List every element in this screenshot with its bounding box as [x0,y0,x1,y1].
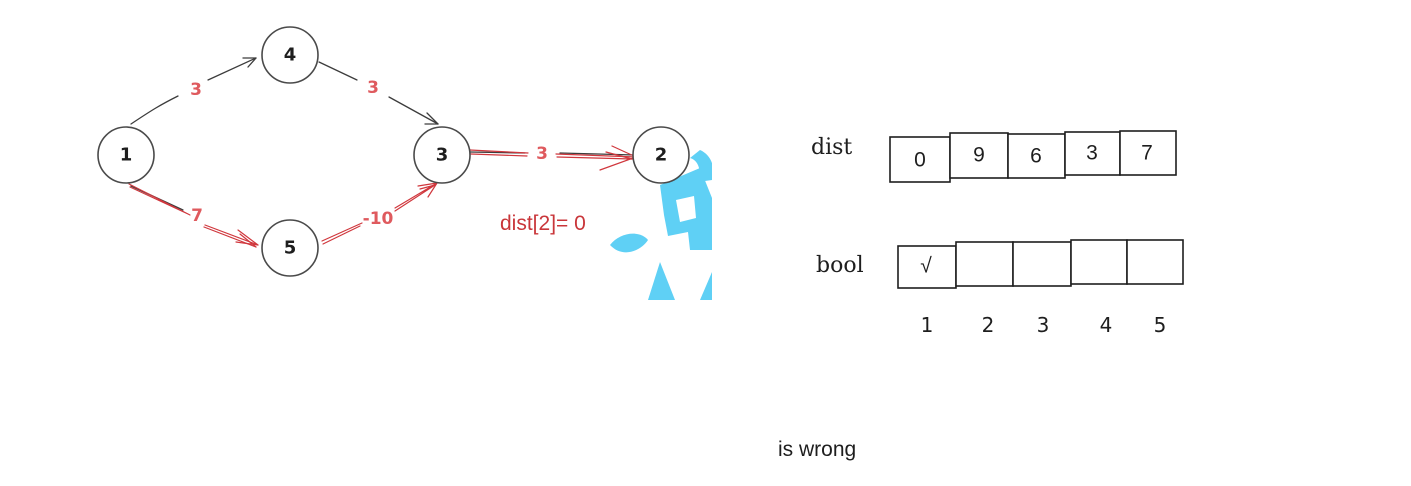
edge-3-2 [469,145,637,171]
dist-cell-3 [1007,133,1066,179]
bool-label: bool [816,253,864,278]
index-label-1: 1 [921,313,934,337]
bool-cell-3 [1012,241,1072,287]
dist-value-4: 3 [1086,142,1098,165]
dist-cell-2 [949,132,1009,179]
bool-cell-4 [1070,239,1128,285]
index-label-4: 4 [1100,313,1113,337]
edge-1-5 [128,183,259,248]
dist-cell-5 [1119,130,1177,176]
node-3-label: 3 [436,145,449,166]
bool-cell-2 [955,241,1014,287]
dist-cell-1 [889,136,951,183]
bool-value-1: √ [920,255,932,278]
bool-cell-1 [897,245,957,289]
weight-1-5: 7 [191,206,203,226]
weight-5-3: -10 [363,209,394,229]
dist-array: 0 9 6 3 7 [889,130,1177,183]
index-label-5: 5 [1154,313,1167,337]
watermark-decoration [610,150,712,300]
index-labels: 1 2 3 4 5 [921,313,1167,337]
node-1-label: 1 [120,145,133,166]
edge-5-3 [321,182,438,245]
index-label-2: 2 [982,313,995,337]
index-label-3: 3 [1037,313,1050,337]
weight-1-4: 3 [190,80,202,100]
dist-value-5: 7 [1141,142,1153,165]
node-5: 5 [261,219,319,277]
edge-1-4 [130,57,257,125]
weight-3-2: 3 [536,144,548,164]
dist-value-3: 6 [1030,145,1042,168]
node-3: 3 [413,126,471,184]
bool-array: √ [897,239,1184,289]
bool-cell-5 [1126,239,1184,285]
dist-value-2: 9 [973,144,985,167]
weight-4-3: 3 [367,78,379,98]
node-1: 1 [97,126,155,184]
dist-value-1: 0 [914,149,926,172]
dist-label: dist [811,135,852,160]
node-2-label: 2 [655,145,668,166]
dist-note: dist[2]= 0 [500,212,586,235]
caption-text: is wrong [778,438,856,461]
edge-4-3 [318,61,439,125]
node-2: 2 [632,126,690,184]
node-5-label: 5 [284,238,297,259]
node-4: 4 [261,26,319,84]
node-4-label: 4 [284,45,297,66]
